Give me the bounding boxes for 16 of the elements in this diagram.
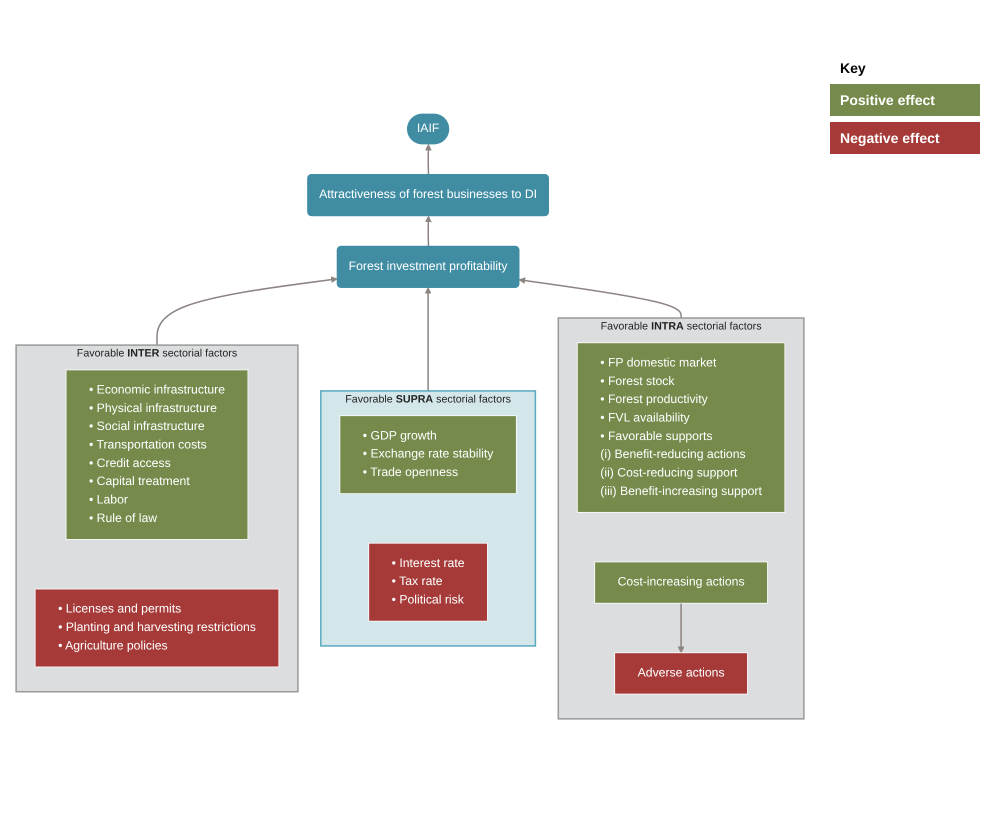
arrow [424, 287, 432, 391]
node-box: • Economic infrastructure • Physical infrastructure • Social infrastructure • Transportation costs • Credit access • Capital treatment • Labor • Rule of law [66, 370, 248, 540]
arrow [518, 277, 682, 318]
legend-heading: Key [840, 60, 866, 76]
arrow [424, 144, 432, 175]
node-box: Adverse actions [614, 652, 748, 694]
node-box: • Interest rate • Tax rate • Political risk [368, 542, 488, 622]
arrow [156, 276, 338, 346]
arrow [678, 603, 684, 654]
legend-swatch: Positive effect [830, 84, 980, 116]
node-box: • FP domestic market • Forest stock • Forest productivity • FVL availability • Favorable supports (i) Benefit-reducing actions (ii) Cost-reducing support (iii) Benefit-increasing support [577, 342, 786, 513]
arrow [424, 216, 432, 247]
node-box: Cost-increasing actions [594, 562, 768, 604]
node-box: • Licenses and permits • Planting and harvesting restrictions • Agriculture policies [34, 588, 280, 668]
legend-swatch: Negative effect [830, 122, 980, 154]
node-box: • GDP growth • Exchange rate stability • Trade openness [340, 415, 517, 494]
